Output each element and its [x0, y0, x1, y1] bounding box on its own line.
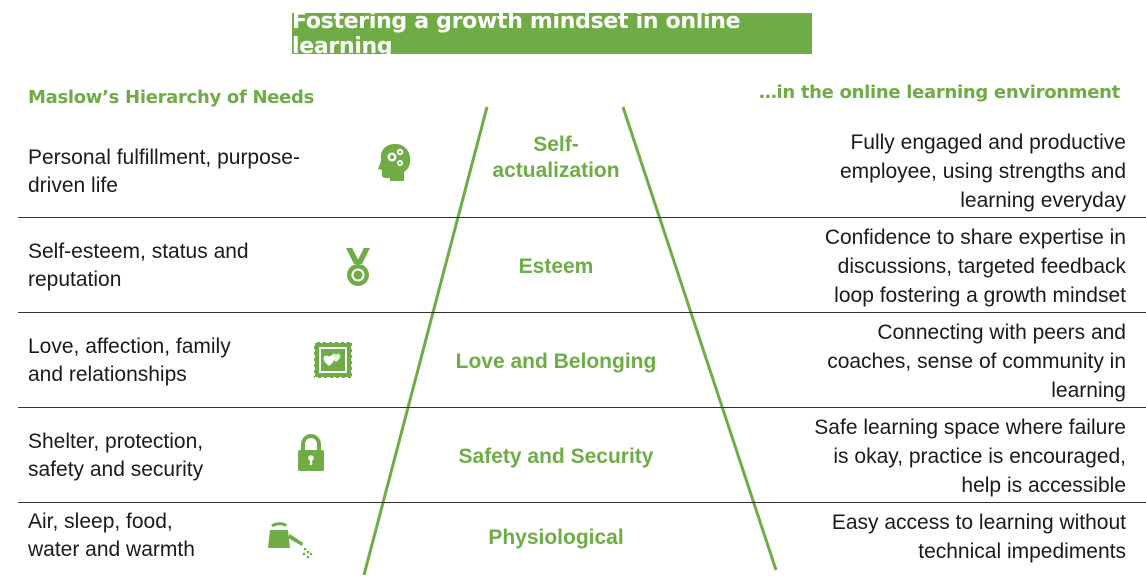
need-love-belonging: Love, affection, family and relationship… — [28, 335, 231, 386]
level-esteem: Esteem — [518, 255, 594, 278]
level-safety: Safety and Security — [458, 445, 654, 468]
level-physiological: Physiological — [488, 526, 624, 549]
head-gears-icon — [377, 142, 417, 182]
env-love-belonging: Connecting with peers and coaches, sense… — [827, 321, 1126, 402]
row-divider — [18, 502, 1146, 503]
level-self-actualization: Self- actualization — [492, 133, 620, 182]
env-esteem: Confidence to share expertise in discuss… — [824, 226, 1126, 307]
env-physiological: Easy access to learning without technica… — [831, 511, 1126, 563]
environment-header: …in the online learning environment — [758, 82, 1120, 103]
env-safety: Safe learning space where failure is oka… — [814, 416, 1126, 497]
need-safety: Shelter, protection, safety and security — [28, 430, 204, 481]
row-divider — [18, 407, 1146, 408]
padlock-icon — [296, 433, 336, 474]
diagram-title: Fostering a growth mindset in online lea… — [292, 9, 812, 59]
medal-icon — [341, 246, 381, 286]
hearts-stamp-icon — [312, 340, 353, 380]
need-esteem: Self-esteem, status and reputation — [28, 240, 249, 291]
row-divider — [18, 312, 1146, 313]
level-love-belonging: Love and Belonging — [455, 350, 657, 373]
need-physiological: Air, sleep, food, water and warmth — [28, 510, 195, 561]
need-self-actualization: Personal fulfillment, purpose- driven li… — [28, 146, 300, 197]
maslow-header: Maslow’s Hierarchy of Needs — [28, 87, 315, 108]
row-divider — [18, 217, 1146, 218]
watering-can-icon — [266, 520, 314, 560]
env-self-actualization: Fully engaged and productive employee, u… — [839, 131, 1126, 212]
